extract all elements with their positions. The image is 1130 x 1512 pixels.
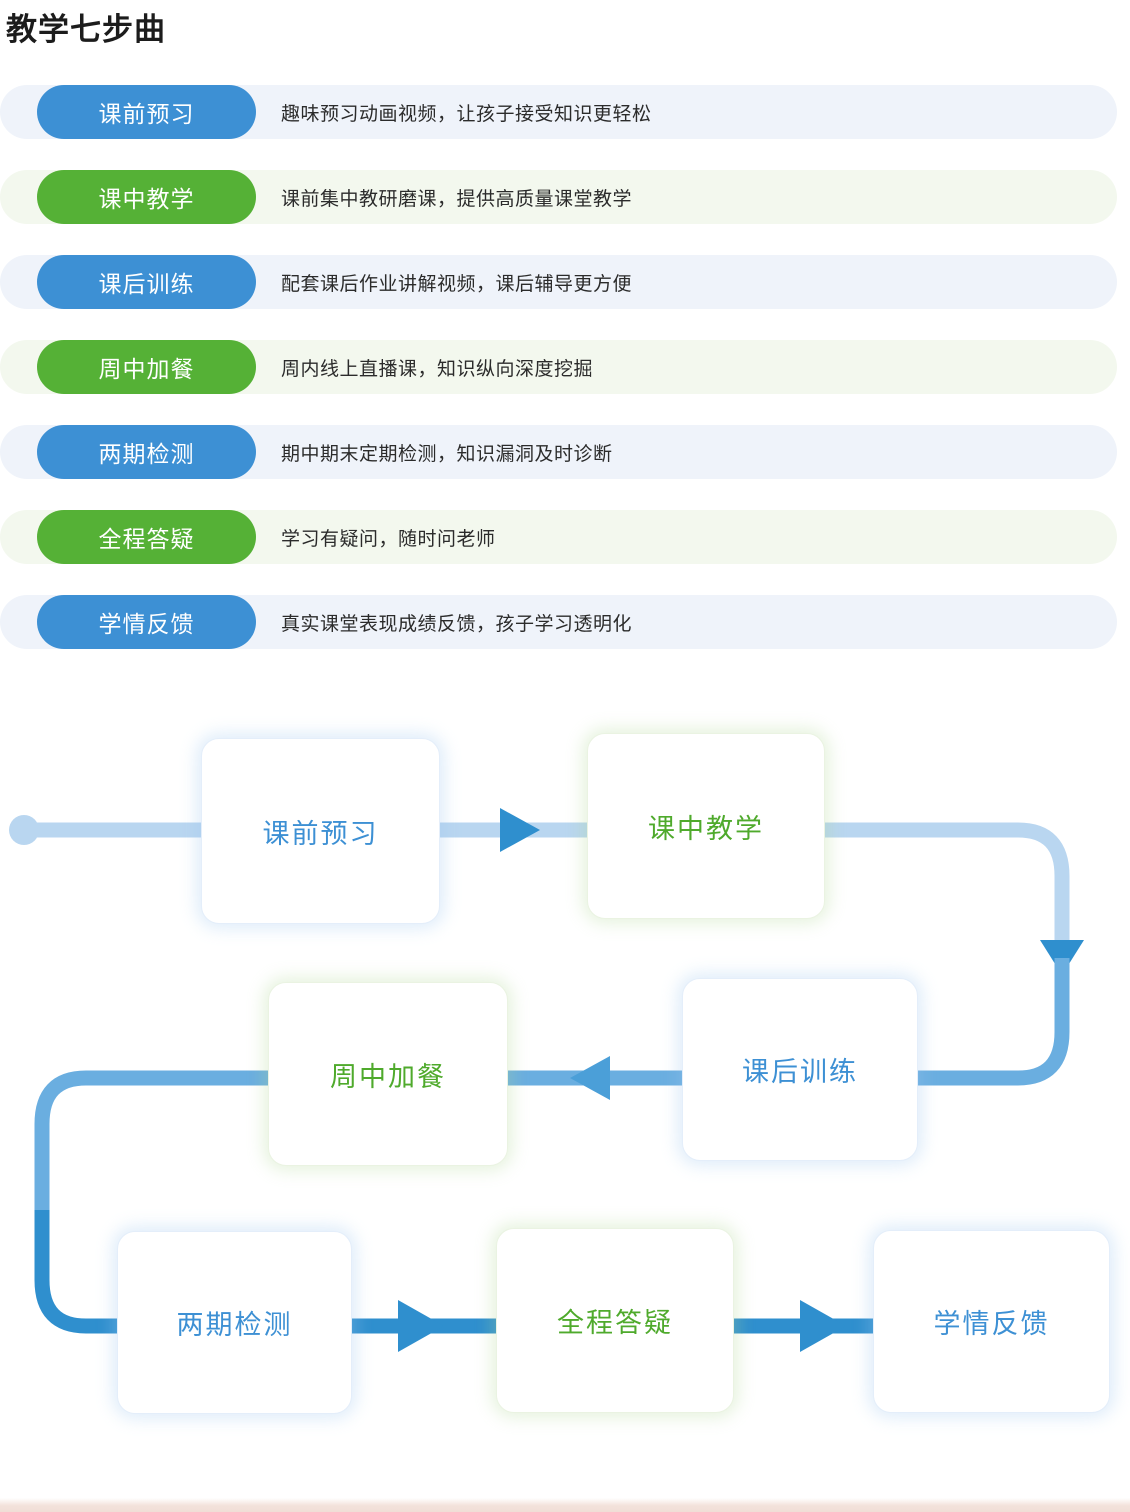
step-description: 课前集中教研磨课，提供高质量课堂教学 [281,188,633,210]
flow-arrow-right-icon [800,1300,846,1352]
step-row: 课后训练 配套课后作业讲解视频，课后辅导更方便 [0,255,1117,309]
step-row: 全程答疑 学习有疑问，随时问老师 [0,510,1117,564]
step-description: 学习有疑问，随时问老师 [281,528,496,550]
step-pill-label[interactable]: 全程答疑 [37,510,256,564]
flow-node-lqjc[interactable]: 两期检测 [117,1231,352,1414]
step-row: 两期检测 期中期末定期检测，知识漏洞及时诊断 [0,425,1117,479]
step-pill-label[interactable]: 两期检测 [37,425,256,479]
flow-chart: 课前预习 课中教学 课后训练 周中加餐 两期检测 全程答疑 学情反馈 [0,690,1130,1450]
bottom-accent-strip [0,1498,1130,1512]
step-description: 趣味预习动画视频，让孩子接受知识更轻松 [281,103,652,125]
flow-arrow-right-icon [398,1300,444,1352]
flow-node-kzjx[interactable]: 课中教学 [587,733,825,919]
flow-node-qcdy[interactable]: 全程答疑 [496,1228,734,1413]
flow-node-xqfk[interactable]: 学情反馈 [873,1230,1110,1413]
step-description: 周内线上直播课，知识纵向深度挖掘 [281,358,594,380]
step-row: 学情反馈 真实课堂表现成绩反馈，孩子学习透明化 [0,595,1117,649]
flow-node-khxl[interactable]: 课后训练 [682,978,918,1161]
step-row: 周中加餐 周内线上直播课，知识纵向深度挖掘 [0,340,1117,394]
step-description: 真实课堂表现成绩反馈，孩子学习透明化 [281,613,633,635]
flow-line-row2 [34,958,1070,1210]
step-pill-label[interactable]: 课前预习 [37,85,256,139]
page-title: 教学七步曲 [6,12,166,47]
flow-arrow-left-icon [570,1056,610,1100]
step-pill-label[interactable]: 周中加餐 [37,340,256,394]
step-row: 课前预习 趣味预习动画视频，让孩子接受知识更轻松 [0,85,1117,139]
step-pill-label[interactable]: 学情反馈 [37,595,256,649]
flow-connectors [9,808,1084,1352]
flow-node-zzjc[interactable]: 周中加餐 [268,982,508,1166]
flow-arrow-right-icon [500,808,540,852]
step-description: 期中期末定期检测，知识漏洞及时诊断 [281,443,613,465]
flow-line-row1 [24,822,1070,958]
step-description: 配套课后作业讲解视频，课后辅导更方便 [281,273,633,295]
step-pill-label[interactable]: 课后训练 [37,255,256,309]
steps-list: 课前预习 趣味预习动画视频，让孩子接受知识更轻松 课中教学 课前集中教研磨课，提… [0,85,1130,680]
step-row: 课中教学 课前集中教研磨课，提供高质量课堂教学 [0,170,1117,224]
flow-arrow-down-icon [1040,940,1084,975]
flow-line-row3 [34,1210,1000,1334]
step-pill-label[interactable]: 课中教学 [37,170,256,224]
flow-node-kqyx[interactable]: 课前预习 [201,738,440,924]
